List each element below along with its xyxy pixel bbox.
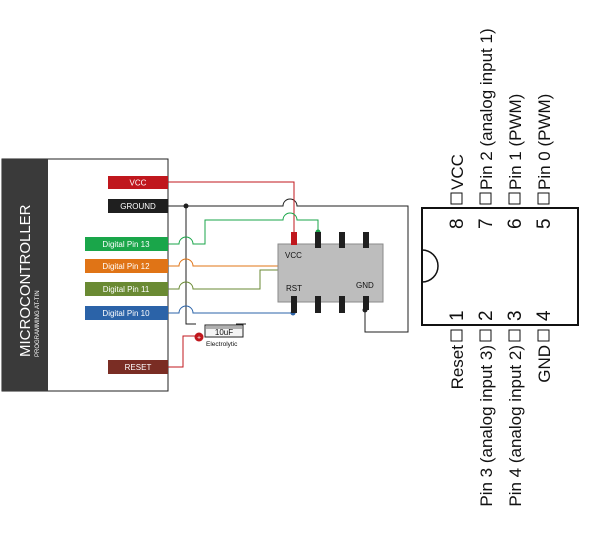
mcu-pin-d11: Digital Pin 11 [85,282,168,296]
attiny-pin-4 [363,296,369,310]
ic-pin-label-1: Reset [448,345,467,390]
mcu-pin-vcc: VCC [108,176,168,189]
ic-pin-3 [508,329,521,342]
attiny-label-vcc: VCC [285,251,302,260]
ic-pin-8 [450,192,463,205]
wire-d11 [168,250,367,290]
attiny-pin-2 [315,296,321,313]
ic-pin-2 [479,329,492,342]
ic-pin-num-7: 7 [476,218,497,229]
wire-ground [168,198,409,333]
capacitor: 10uF + Electrolytic [194,324,244,348]
attiny-pin-3 [339,296,345,313]
microcontroller-title: MICROCONTROLLER [17,204,34,357]
ic-pin-num-5: 5 [534,218,555,229]
ic-pin-label-6: Pin 1 (PWM) [506,94,525,190]
ic-pin-num-1: 1 [447,310,468,321]
microcontroller-side-panel [2,159,48,391]
mcu-pin-ground: GROUND [108,199,168,213]
pin-label-d12: Digital Pin 12 [102,262,150,271]
pin-label-vcc: VCC [130,179,147,188]
capacitor-polarity-icon [194,332,204,342]
ic-pin-label-4: GND [535,345,554,383]
ic-notch [421,249,439,283]
ground-junction-dot [183,203,189,209]
wire-d13 [168,212,319,245]
ic-pin-num-2: 2 [476,310,497,321]
attiny-chip: VCC RST GND [277,232,384,313]
capacitor-polarity: + [197,335,201,342]
attiny-label-rst: RST [286,284,302,293]
mcu-pin-reset: RESET [108,360,168,374]
attiny-pin-vcc [291,232,297,245]
ic-pin-7 [479,192,492,205]
capacitor-value: 10uF [215,328,233,337]
pin-label-d10: Digital Pin 10 [102,309,150,318]
attiny-pin-7 [315,232,321,248]
ic-pin-num-8: 8 [447,218,468,229]
pin-label-d13: Digital Pin 13 [102,240,150,249]
mcu-pin-d10: Digital Pin 10 [85,306,168,320]
ic-pin-6 [508,192,521,205]
capacitor-type: Electrolytic [206,341,238,348]
wire-reset [168,335,198,368]
pin-label-reset: RESET [125,363,152,372]
attiny-pin-1 [291,296,297,313]
attiny-pin-5 [363,232,369,248]
microcontroller-subtitle: PROGRAMMING AT-TIN [35,290,41,357]
ic-pin-label-2: Pin 3 (analog input 3) [477,345,496,507]
ic-pin-label-3: Pin 4 (analog input 2) [506,345,525,507]
pin-label-ground: GROUND [120,202,156,211]
ic-pin-1 [450,329,463,342]
wire-vcc [168,181,295,245]
ic-pin-label-7: Pin 2 (analog input 1) [477,28,496,190]
ic-pin-num-3: 3 [505,310,526,321]
attiny-pin-6 [339,232,345,248]
mcu-pin-d12: Digital Pin 12 [85,259,168,273]
pin-label-d11: Digital Pin 11 [103,285,150,294]
ic-pinout: 8 7 6 5 1 2 3 4 VCC Pin 2 (analog input … [421,28,579,507]
ic-pin-4 [537,329,550,342]
wire-d10 [168,305,293,314]
microcontroller-board: MICROCONTROLLER PROGRAMMING AT-TIN [1,158,169,392]
ic-pin-num-6: 6 [505,218,526,229]
mcu-pin-d13: Digital Pin 13 [85,237,168,251]
ic-pin-5 [537,192,550,205]
ic-pin-label-8: VCC [448,154,467,190]
ic-body [421,207,579,326]
ic-pin-num-4: 4 [534,310,555,321]
ic-pin-label-5: Pin 0 (PWM) [535,94,554,190]
attiny-label-gnd: GND [356,281,374,290]
